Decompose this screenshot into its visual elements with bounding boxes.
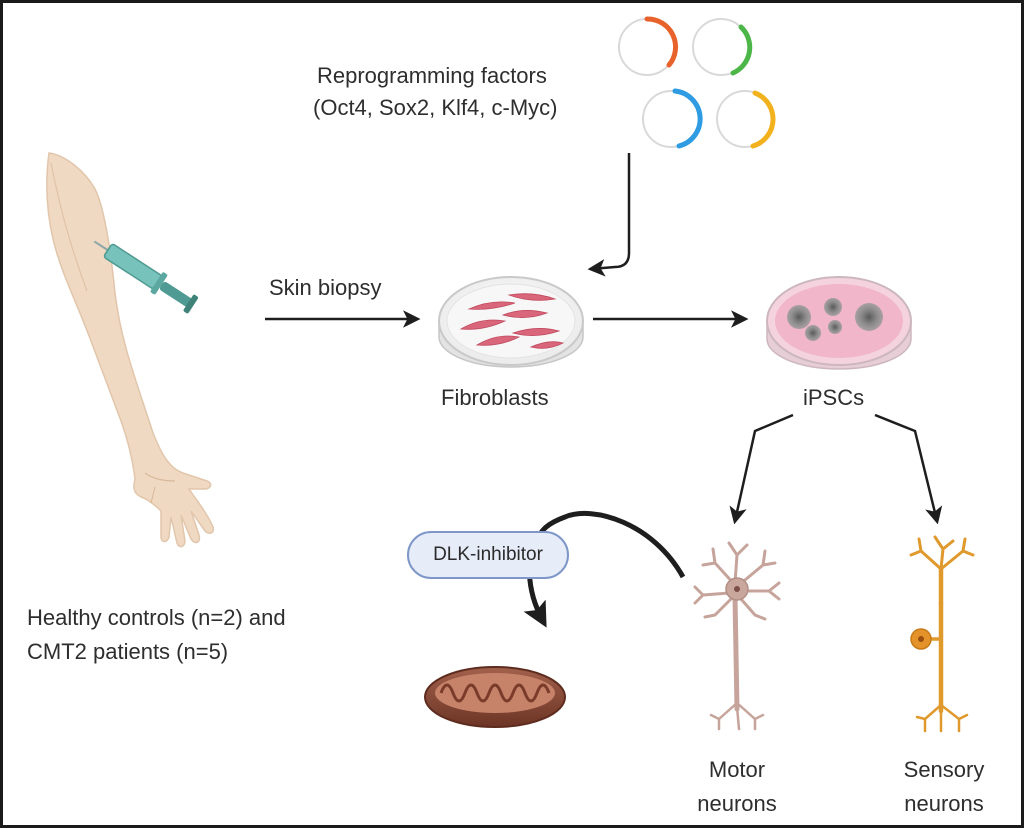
skin-biopsy-label: Skin biopsy	[269, 275, 382, 300]
plasmid-icon	[716, 90, 776, 149]
syringe-icon	[93, 240, 199, 314]
cohort-label-line2: CMT2 patients (n=5)	[27, 639, 229, 664]
fibroblast-cells	[459, 293, 565, 349]
arm-icon	[46, 152, 215, 548]
arrow-ipscs-to-sensory-neurons	[874, 413, 943, 525]
arrow-ipscs-to-motor-neurons	[729, 413, 794, 525]
motor-neurons-label-line1: Motor	[708, 757, 766, 782]
motor-neuron-icon	[693, 541, 781, 731]
sensory-neurons-label-line1: Sensory	[903, 757, 985, 782]
plasmid-icon	[618, 16, 678, 76]
plasmid-icon	[692, 18, 753, 76]
diagram-artwork	[46, 16, 975, 733]
dlk-inhibitor-badge: DLK-inhibitor	[407, 531, 569, 579]
sensory-neuron-icon	[909, 535, 975, 733]
reprogramming-factors-title: Reprogramming factors	[317, 63, 547, 88]
mitochondrion-icon	[424, 666, 566, 728]
fibroblasts-label: Fibroblasts	[441, 385, 549, 410]
motor-neurons-label-line2: neurons	[697, 791, 777, 816]
cohort-label-line1: Healthy controls (n=2) and	[27, 605, 286, 630]
ipscs-label: iPSCs	[803, 385, 865, 410]
plasmid-icon	[642, 88, 703, 149]
arrow-factors-to-fibroblasts	[587, 153, 631, 277]
ipsc-colony-icon	[766, 276, 912, 370]
reprogramming-factors-list: (Oct4, Sox2, Klf4, c-Myc)	[313, 95, 558, 120]
petri-dish-icon	[438, 276, 584, 368]
sensory-neurons-label-line2: neurons	[904, 791, 984, 816]
